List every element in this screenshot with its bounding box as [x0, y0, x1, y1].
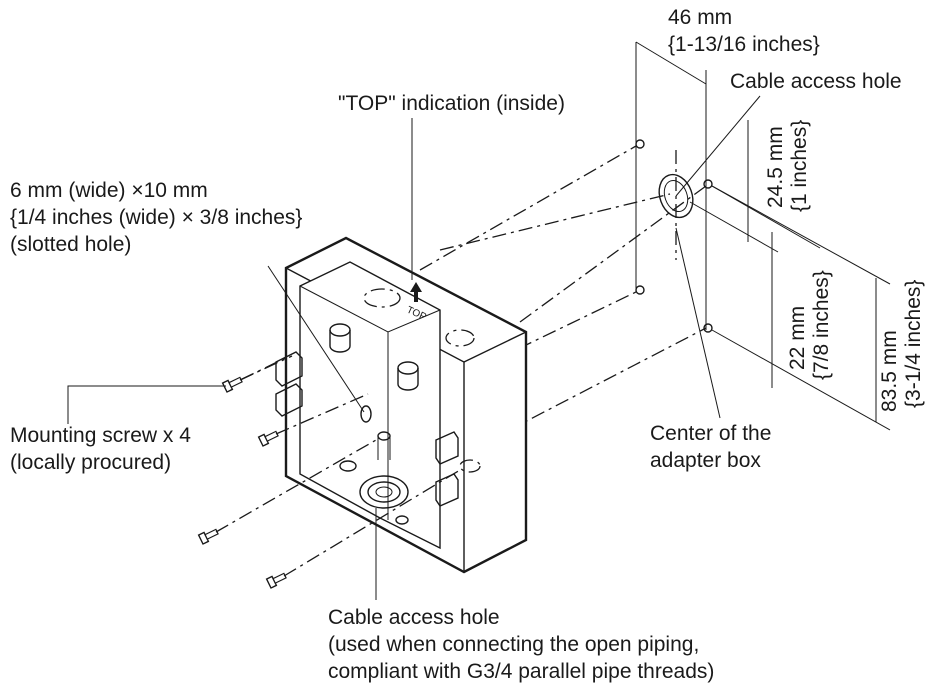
top-indication-label: "TOP" indication (inside) — [338, 92, 565, 115]
mounting-screws — [197, 355, 461, 589]
screw-icon — [265, 572, 287, 589]
screw-icon — [197, 528, 219, 545]
center-label-line2: adapter box — [650, 449, 761, 472]
adapter-box: TOP — [275, 236, 528, 574]
bottom-cable-hole-note-2: compliant with G3/4 parallel pipe thread… — [328, 660, 714, 683]
screw-icon — [257, 430, 279, 447]
side-cable-hole — [658, 173, 694, 219]
mounting-screw-label: Mounting screw x 4 — [10, 424, 191, 447]
slot-size-inches-label: {1/4 inches (wide) × 3/8 inches} — [10, 206, 302, 229]
inner-bosses — [329, 323, 419, 525]
leader-lines — [67, 95, 761, 600]
annotations: "TOP" indication (inside) 6 mm (wide) ×1… — [10, 6, 925, 683]
width-dimension-label: 46 mm — [668, 6, 732, 29]
slotted-hole-label: (slotted hole) — [10, 233, 131, 256]
bottom-cable-hole — [359, 475, 409, 509]
dim-24-inches-label: {1 inches} — [788, 120, 811, 212]
locally-procured-label: (locally procured) — [10, 451, 171, 474]
bottom-cable-hole-note-1: (used when connecting the open piping, — [328, 633, 699, 656]
slot-size-label: 6 mm (wide) ×10 mm — [10, 179, 208, 202]
dim-24-label: 24.5 mm — [764, 126, 787, 208]
bottom-cable-hole-label: Cable access hole — [328, 606, 500, 629]
top-arrow-icon — [410, 282, 422, 302]
screw-icon — [221, 357, 287, 393]
center-label-line1: Center of the — [650, 422, 771, 445]
dim-83-label: 83.5 mm — [878, 330, 901, 412]
dim-22-inches-label: {7/8 inches} — [810, 270, 833, 380]
dimension-lines — [635, 41, 891, 431]
dim-22-label: 22 mm — [786, 306, 809, 370]
side-cable-hole-label: Cable access hole — [730, 70, 902, 93]
mounting-surface — [635, 42, 713, 333]
width-dimension-inches-label: {1-13/16 inches} — [668, 33, 820, 56]
dim-83-inches-label: {3-1/4 inches} — [902, 280, 925, 408]
